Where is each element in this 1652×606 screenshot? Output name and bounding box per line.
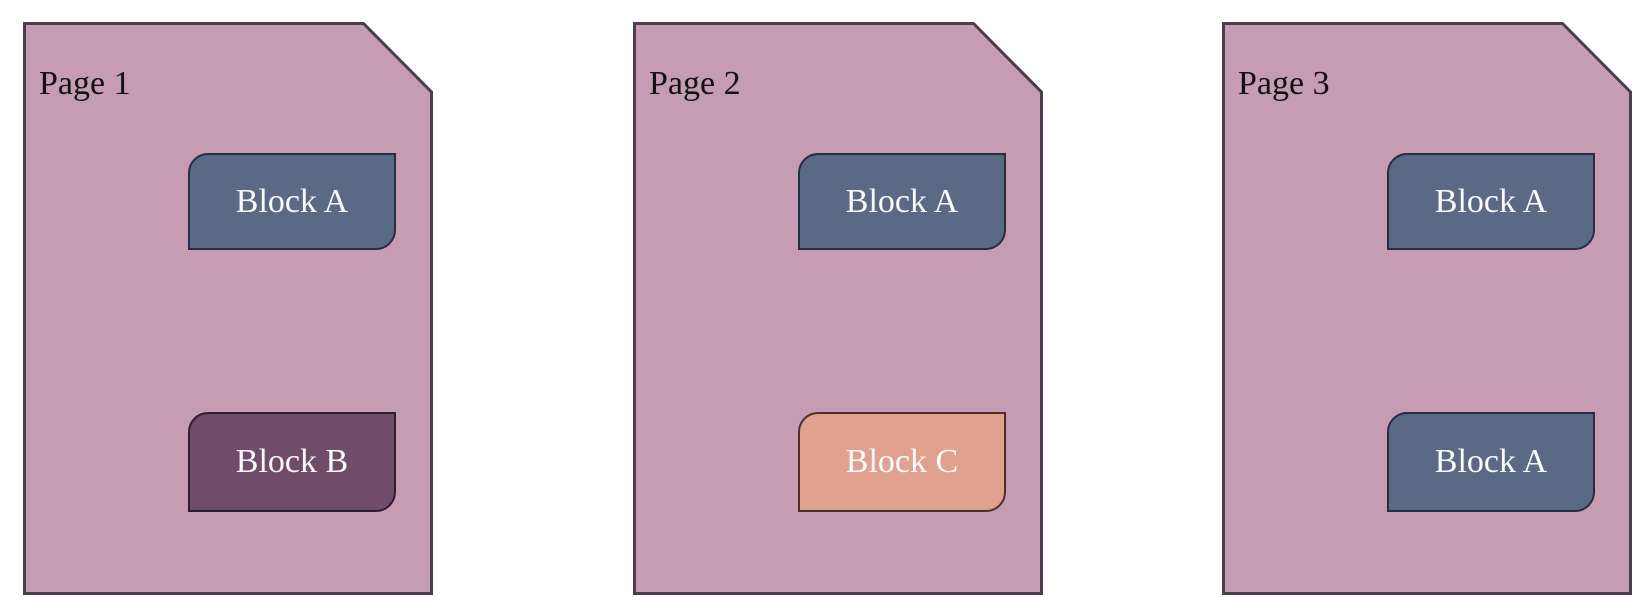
- page-shape-2: Page 2 Block A Block C: [633, 22, 1043, 595]
- page-title: Page 3: [1238, 65, 1330, 102]
- block-label: Block A: [235, 182, 349, 220]
- block-node-a: Block A: [1387, 153, 1595, 250]
- block-node-a: Block A: [1387, 412, 1595, 512]
- block-label: Block A: [845, 182, 959, 220]
- page-title: Page 1: [39, 65, 131, 102]
- page-title: Page 2: [649, 65, 741, 102]
- block-label: Block A: [1434, 182, 1548, 220]
- page-shape-3: Page 3 Block A Block A: [1222, 22, 1632, 595]
- page-shape-1: Page 1 Block A Block B: [23, 22, 433, 595]
- block-label: Block B: [235, 443, 349, 480]
- block-node-b: Block B: [188, 412, 396, 512]
- block-label: Block C: [845, 443, 959, 480]
- block-node-a: Block A: [798, 153, 1006, 250]
- block-label: Block A: [1434, 443, 1548, 480]
- block-node-c: Block C: [798, 412, 1006, 512]
- block-node-a: Block A: [188, 153, 396, 250]
